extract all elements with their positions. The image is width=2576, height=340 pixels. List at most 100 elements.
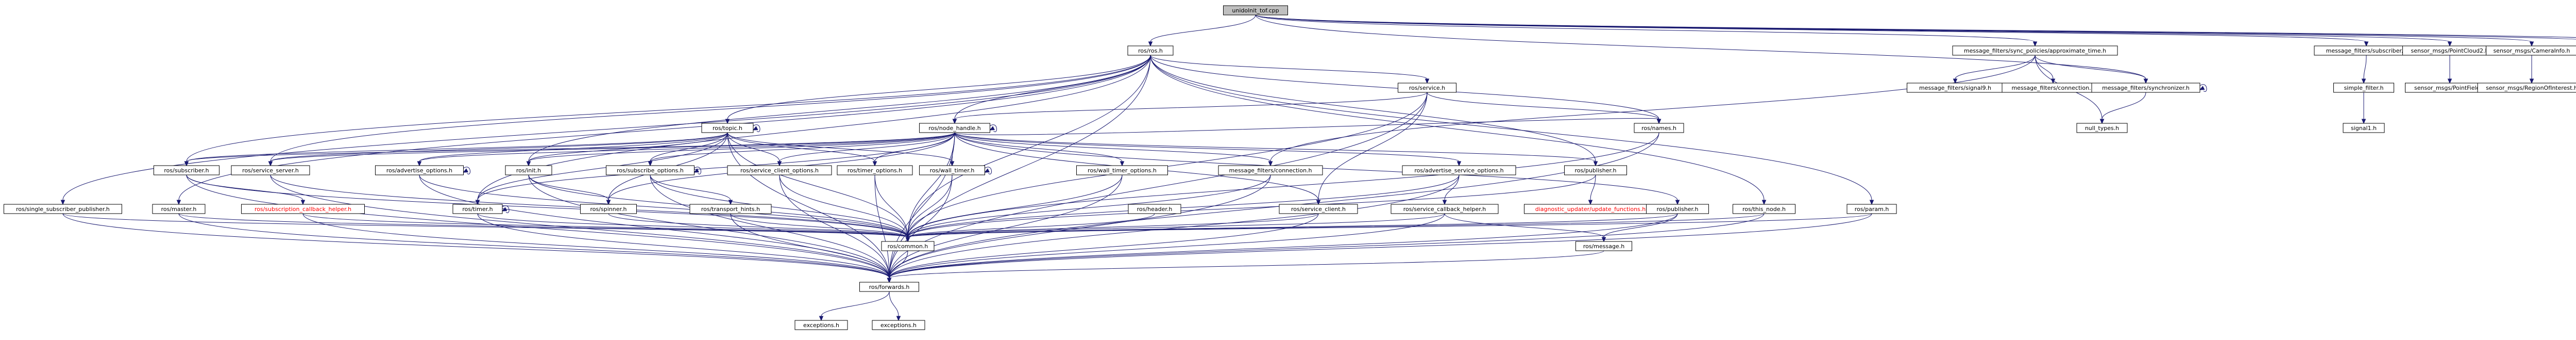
edge-arrowhead xyxy=(2364,41,2369,47)
node-ros-param[interactable]: ros/param.h xyxy=(1846,204,1897,214)
node-box xyxy=(2477,83,2576,93)
edge-line xyxy=(730,213,890,279)
node-mf-signal9[interactable]: message_filters/signal9.h xyxy=(1907,83,2004,93)
edge-arrowhead xyxy=(526,161,531,167)
edge-line xyxy=(889,250,1604,279)
node-ros-forwards[interactable]: ros/forwards.h xyxy=(859,282,919,292)
node-sm-pc2[interactable]: sensor_msgs/PointCloud2.h xyxy=(2402,45,2497,56)
edge-arrowhead xyxy=(1425,78,1430,84)
edge-line xyxy=(727,132,953,162)
node-label: ros/ros.h xyxy=(1138,47,1163,54)
node-exceptions-b[interactable]: exceptions.h xyxy=(872,320,925,330)
edge-line xyxy=(1255,14,2576,40)
edge-ros-topic-to-ros-wall-timer xyxy=(727,132,955,167)
node-ros-advertise-service-options[interactable]: ros/advertise_service_options.h xyxy=(1402,165,1516,175)
node-mf-connection[interactable]: message_filters/connection.h xyxy=(1218,165,1323,175)
node-signal1[interactable]: signal1.h xyxy=(2343,123,2385,133)
node-ros-publisher-top[interactable]: ros/publisher.h xyxy=(1564,165,1627,175)
node-ros-this-node[interactable]: ros/this_node.h xyxy=(1733,204,1795,214)
edge-line xyxy=(463,167,470,174)
node-ros-timer[interactable]: ros/timer.h xyxy=(452,204,503,214)
nodes-layer: unidolnit_tof.cpp ros/ros.h message_filter… xyxy=(4,5,2576,330)
node-ros-service-client-options[interactable]: ros/service_client_options.h xyxy=(727,165,832,175)
node-root[interactable]: unidolnit_tof.cpp xyxy=(1223,5,1288,15)
edge-line xyxy=(907,213,1155,238)
node-ros-timer-options[interactable]: ros/timer_options.h xyxy=(837,165,913,175)
edge-line xyxy=(419,132,955,162)
node-label: diagnostic_updater/update_functions.h xyxy=(1535,206,1646,213)
node-simple-filter[interactable]: simple_filter.h xyxy=(2333,83,2394,93)
node-mf-sync[interactable]: message_filters/sync_policies/approximat… xyxy=(1952,45,2118,56)
node-ros-subscription-callback-helper[interactable]: ros/subscription_callback_helper.h xyxy=(241,204,365,214)
node-sm-pointfield[interactable]: sensor_msgs/PointField.h xyxy=(2405,83,2495,93)
node-ros-subscribe-options[interactable]: ros/subscribe_options.h xyxy=(606,165,694,175)
node-box xyxy=(727,165,832,175)
node-ros-common[interactable]: ros/common.h xyxy=(881,241,935,251)
node-null-types[interactable]: null_types.h xyxy=(2076,123,2128,133)
edge-line xyxy=(889,174,1460,279)
node-ros-advertise-options[interactable]: ros/advertise_options.h xyxy=(375,165,464,175)
node-ros-single-subscriber-publisher[interactable]: ros/single_subscriber_publisher.h xyxy=(4,204,122,214)
node-exceptions-a[interactable]: exceptions.h xyxy=(794,320,848,330)
edge-line xyxy=(889,174,1123,279)
node-box xyxy=(1218,165,1323,175)
node-ros-master[interactable]: ros/master.h xyxy=(152,204,206,214)
edge-line xyxy=(270,132,728,162)
node-ros-wall-timer-options[interactable]: ros/wall_timer_options.h xyxy=(1076,165,1168,175)
edge-line xyxy=(419,174,890,279)
node-label: ros/single_subscriber_publisher.h xyxy=(16,206,110,213)
node-label: ros/advertise_service_options.h xyxy=(1414,167,1503,174)
node-box xyxy=(241,204,365,214)
node-ros-init[interactable]: ros/init.h xyxy=(505,165,552,175)
edge-arrowhead xyxy=(606,200,611,205)
edge-line xyxy=(753,124,760,132)
edge-line xyxy=(730,213,908,238)
node-ros-service-callback-helper[interactable]: ros/service_callback_helper.h xyxy=(1391,204,1499,214)
node-mf-connection-top[interactable]: message_filters/connection.h xyxy=(2002,83,2105,93)
edge-line xyxy=(889,213,1319,279)
node-label: ros/names.h xyxy=(1641,125,1676,132)
edge-arrowhead xyxy=(1675,200,1680,205)
edge-ros-node-handle-to-ros-timer-options xyxy=(872,132,955,167)
edge-line xyxy=(907,174,1596,238)
edge-line xyxy=(186,174,303,201)
node-ros-header[interactable]: ros/header.h xyxy=(1128,204,1181,214)
node-label: ros/common.h xyxy=(888,243,928,250)
edge-line xyxy=(954,118,1659,135)
edge-line xyxy=(889,132,955,279)
edge-line xyxy=(779,132,955,162)
node-ros-ros[interactable]: ros/ros.h xyxy=(1127,45,1174,56)
node-diagnostic-update[interactable]: diagnostic_updater/update_functions.h xyxy=(1524,204,1657,214)
node-label: ros/service_client_options.h xyxy=(740,167,819,174)
edge-line xyxy=(528,132,955,162)
node-ros-service-client[interactable]: ros/service_client.h xyxy=(1279,204,1358,214)
edge-ros-ros-to-ros-param xyxy=(1150,55,1874,205)
node-ros-spinner[interactable]: ros/spinner.h xyxy=(580,204,637,214)
edge-ros-param-to-ros-forwards xyxy=(887,213,1872,283)
node-ros-names[interactable]: ros/names.h xyxy=(1634,123,1684,133)
node-label: message_filters/sync_policies/approximat… xyxy=(1964,47,2106,54)
node-sm-roi[interactable]: sensor_msgs/RegionOfInterest.h xyxy=(2477,83,2576,93)
node-ros-message[interactable]: ros/message.h xyxy=(1575,241,1632,251)
edge-line xyxy=(907,213,1445,238)
node-ros-subscriber[interactable]: ros/subscriber.h xyxy=(154,165,219,175)
edge-line xyxy=(477,132,955,201)
node-ros-service[interactable]: ros/service.h xyxy=(1398,83,1456,93)
edge-arrowhead xyxy=(184,161,189,167)
node-ros-wall-timer[interactable]: ros/wall_timer.h xyxy=(919,165,985,175)
node-ros-transport-hints[interactable]: ros/transport_hints.h xyxy=(689,204,772,214)
node-mf-synchronizer[interactable]: message_filters/synchronizer.h xyxy=(2091,83,2200,93)
edge-line xyxy=(954,132,1123,162)
node-box xyxy=(1127,45,1174,56)
edge-ros-node-handle-to-ros-service-server xyxy=(268,132,955,167)
edge-ros-ros-to-ros-service xyxy=(1150,55,1430,84)
edge-ros-ros-to-ros-single-subscriber-publisher xyxy=(60,55,1151,205)
edge-line xyxy=(650,174,908,238)
edge-line xyxy=(186,55,1151,162)
node-label: sensor_msgs/PointCloud2.h xyxy=(2411,47,2488,54)
node-ros-node-handle[interactable]: ros/node_handle.h xyxy=(919,123,990,133)
node-ros-topic[interactable]: ros/topic.h xyxy=(701,123,754,133)
node-sm-caminfo[interactable]: sensor_msgs/CameraInfo.h xyxy=(2486,45,2576,56)
node-ros-publisher[interactable]: ros/publisher.h xyxy=(1646,204,1709,214)
node-ros-service-server[interactable]: ros/service_server.h xyxy=(231,165,310,175)
